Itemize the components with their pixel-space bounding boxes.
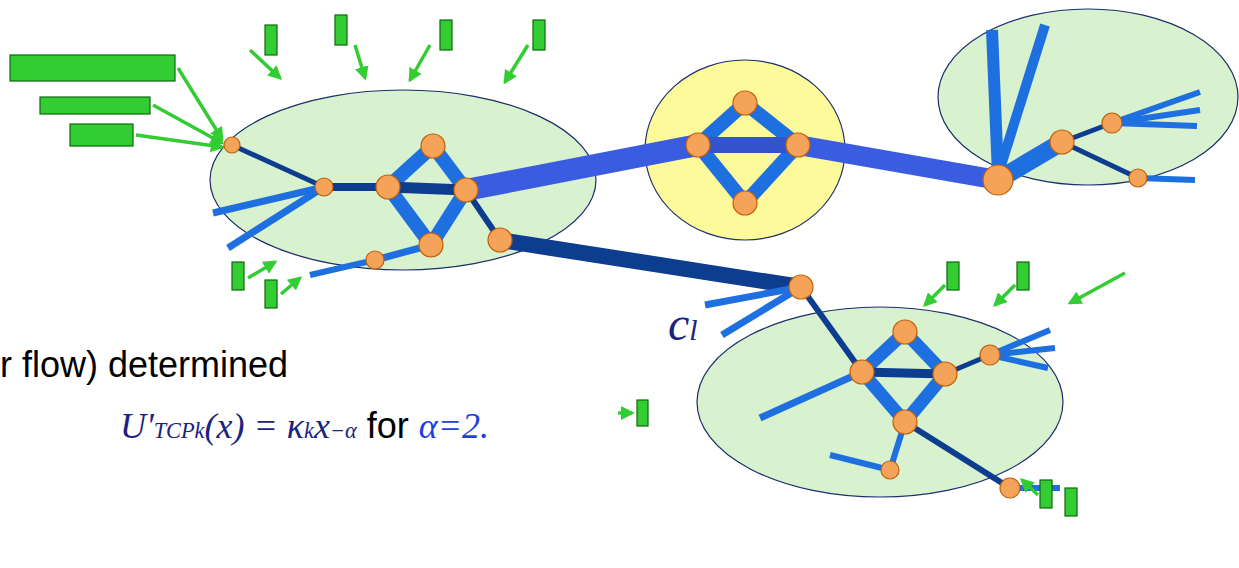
capacity-symbol: c [668, 296, 689, 351]
parameter-value: α=2. [419, 405, 489, 447]
routers [224, 91, 1147, 498]
link-index: l [689, 313, 697, 347]
links [213, 25, 1200, 488]
traffic-sources [10, 15, 1077, 516]
partial-text: r flow) determined [0, 344, 288, 386]
flow-index: k [304, 418, 314, 444]
formula-exponent: −α [330, 418, 357, 444]
formula-variable: x [314, 405, 330, 447]
utility-formula: U'TCPk(x) = κkx−αforα=2. [120, 405, 489, 447]
formula-word: for [357, 405, 419, 447]
protocol-subscript: TCPk [154, 418, 205, 444]
regions [210, 9, 1238, 497]
caption-fragment: r flow) determined [0, 344, 288, 386]
capacity-label: cl [668, 296, 698, 351]
formula-body: (x) = κ [205, 405, 305, 447]
utility-derivative: U' [120, 405, 154, 447]
traffic-arrows [136, 45, 1125, 495]
